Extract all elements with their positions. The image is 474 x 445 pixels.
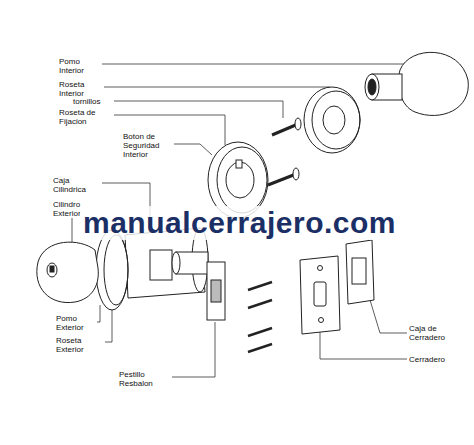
part-label: Boton de Seguridad Interior: [122, 132, 174, 159]
part-label: Pomo Exterior: [55, 314, 97, 332]
part-label: Pestillo Resbalon: [118, 370, 172, 388]
part-label: Roseta de Fijacion: [58, 108, 114, 126]
part-label: Pomo Interior: [58, 57, 102, 75]
interior-rosette: [304, 87, 360, 153]
screws: [268, 118, 301, 185]
latch: [172, 252, 225, 320]
exterior-rosette: [96, 230, 128, 310]
strike-box: [346, 240, 374, 304]
watermark: manualcerrajero.com: [80, 206, 399, 240]
part-label: Cerradero: [408, 355, 460, 364]
leader-lines: [72, 56, 425, 377]
part-label: Caja de Cerradero: [408, 324, 460, 342]
exterior-knob: [37, 242, 98, 302]
interior-knob: [365, 52, 468, 115]
part-label: Roseta Exterior: [55, 336, 105, 354]
part-label: Caja Cilindrica: [52, 176, 102, 194]
strike-plate: [300, 256, 340, 334]
strike-screws: [248, 282, 272, 352]
part-label: Roseta Interior: [58, 80, 104, 98]
part-label: tornillos: [72, 97, 114, 106]
